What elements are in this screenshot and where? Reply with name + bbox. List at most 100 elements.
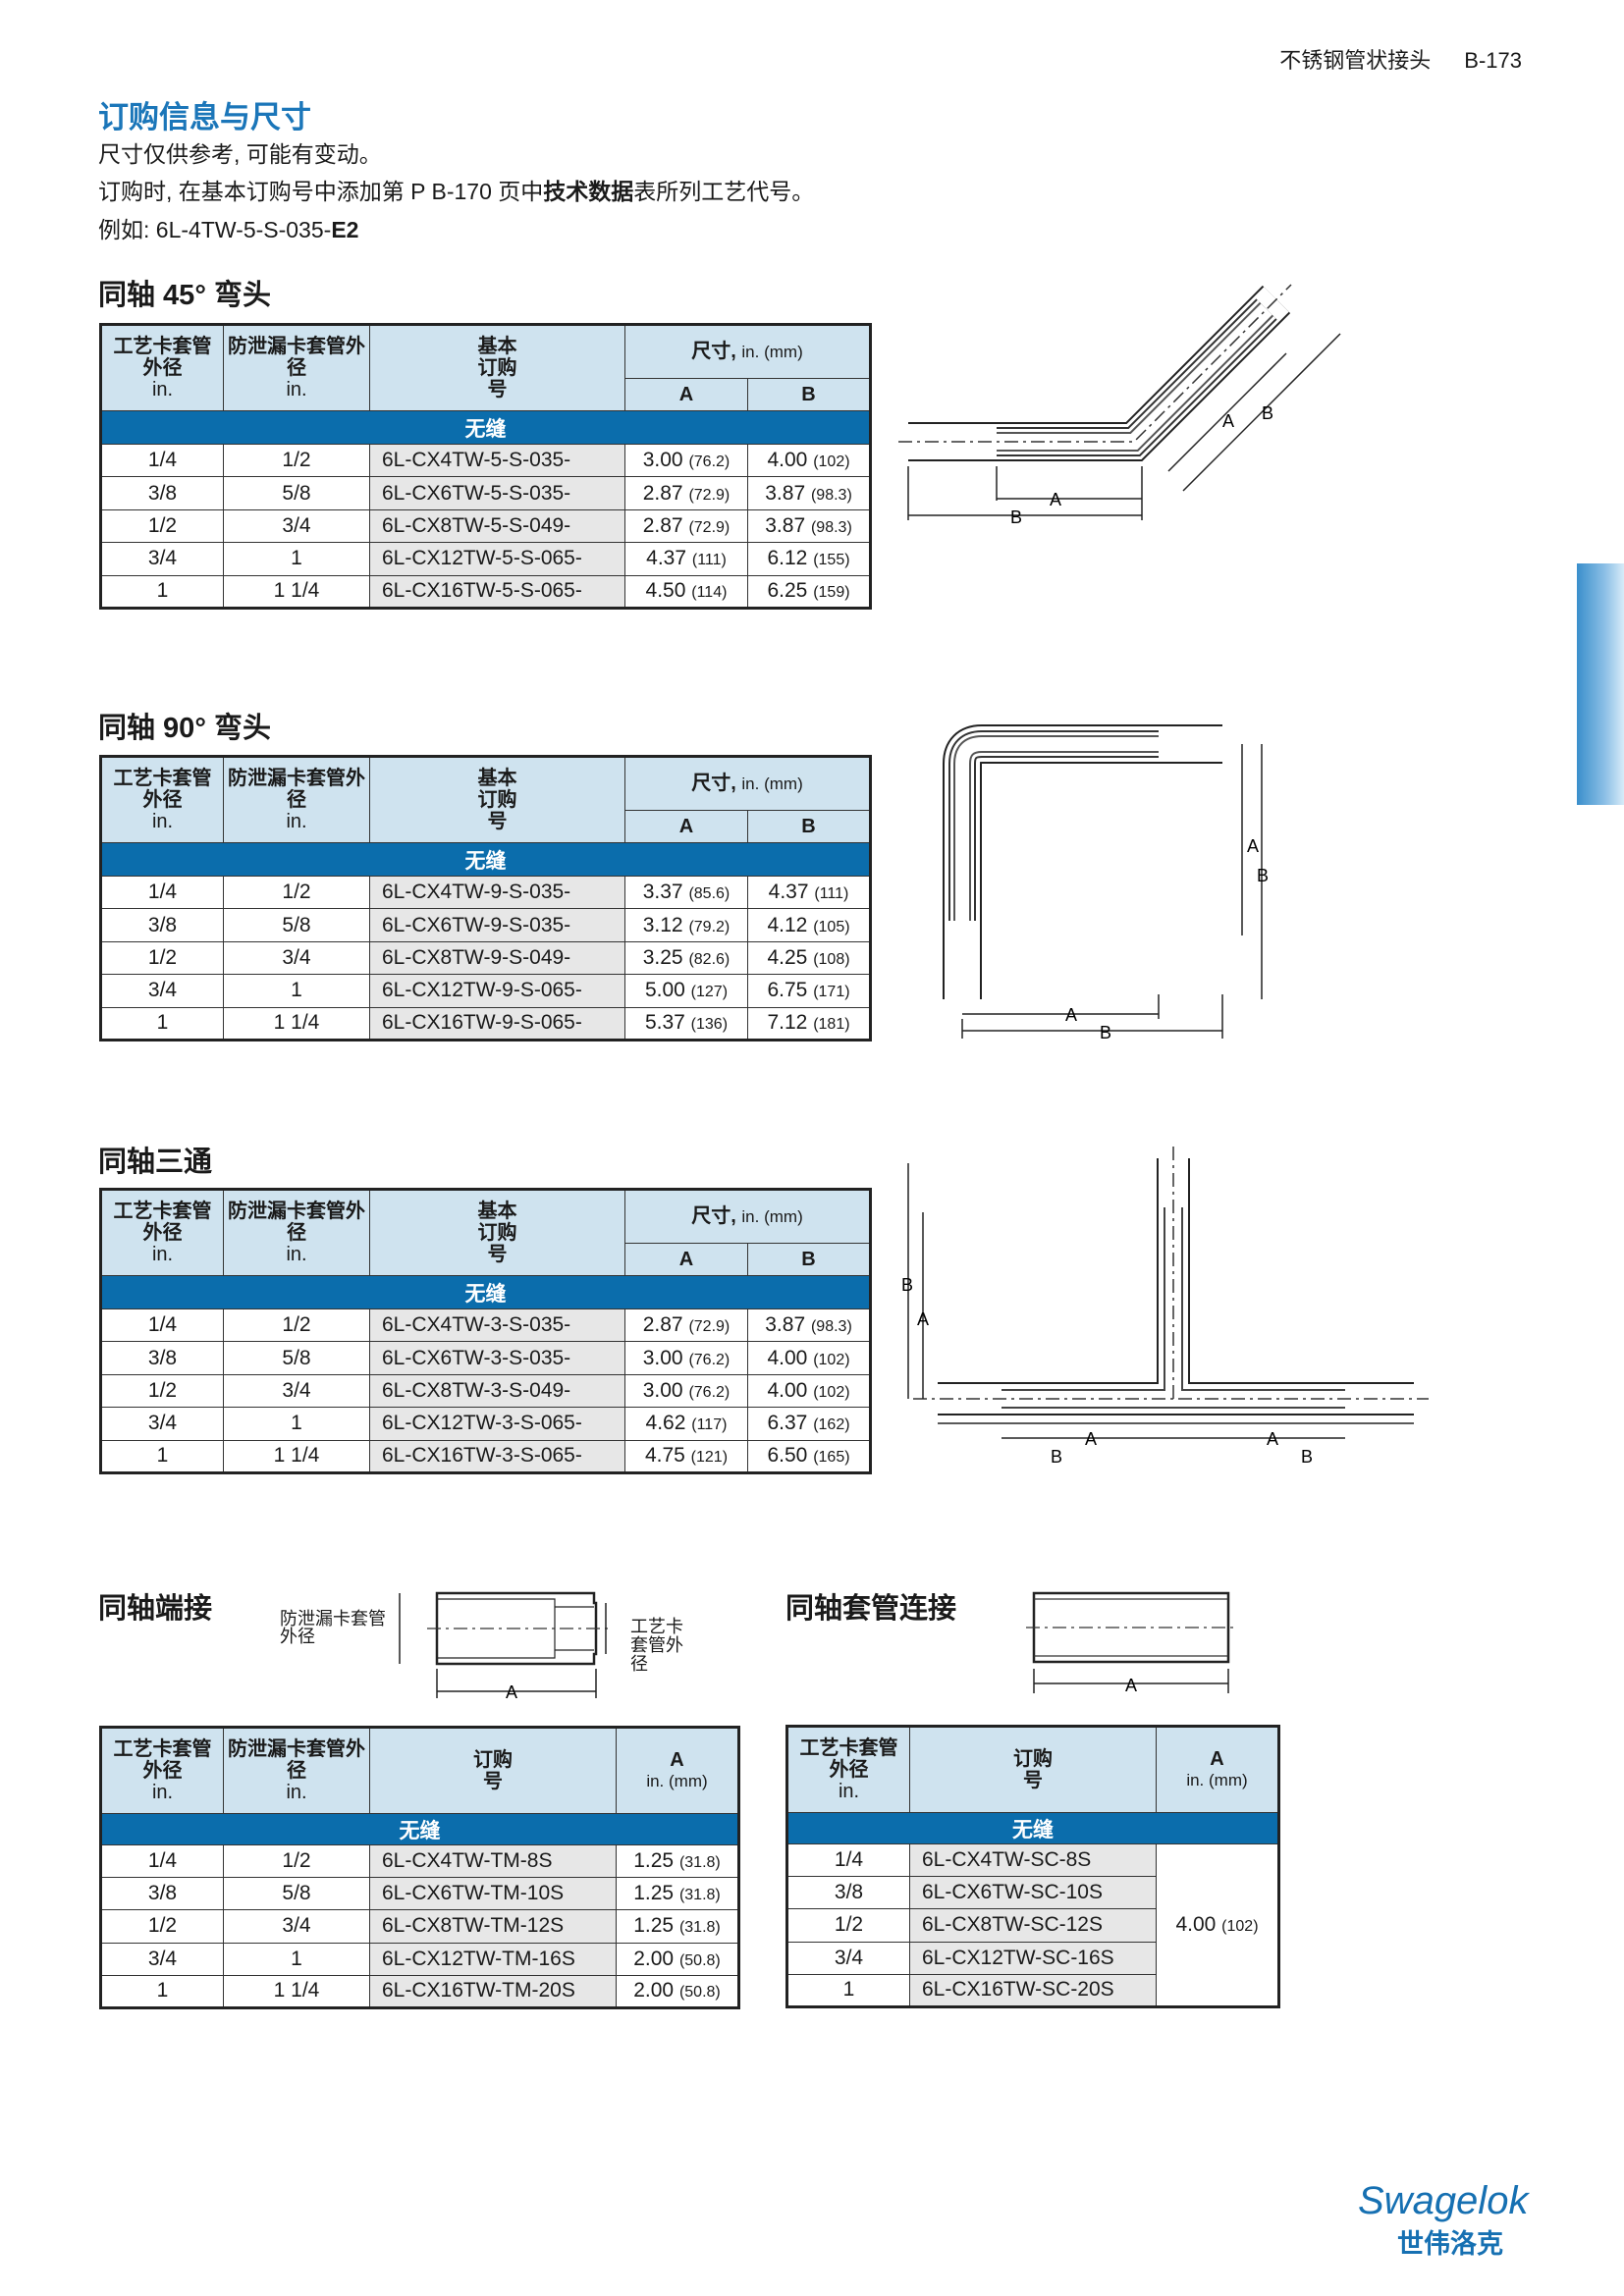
- col-header-order: 基本订购号: [369, 756, 625, 843]
- intro-note: 尺寸仅供参考, 可能有变动。: [98, 141, 382, 167]
- leak-od: 1/2: [223, 443, 370, 478]
- value-in: 6.12: [767, 547, 808, 570]
- leak-od: 3/4: [223, 508, 370, 544]
- dim-a: 2.00 (50.8): [616, 1974, 739, 2008]
- tube-od: 1/2: [100, 1909, 224, 1944]
- leak-od: 1 1/4: [223, 1006, 370, 1041]
- diagram-90-elbow: A B A B: [943, 724, 1269, 1042]
- value-in: 1.25: [633, 1882, 675, 1905]
- order-number: 6L-CX4TW-SC-8S: [909, 1842, 1157, 1878]
- order-number: 6L-CX6TW-3-S-035-: [369, 1341, 625, 1375]
- dim-b: 4.37 (111): [746, 875, 872, 910]
- tube-od: 3/4: [100, 1942, 224, 1976]
- dim-label-b: B: [1262, 403, 1273, 423]
- value-in: 2.87: [642, 1313, 683, 1337]
- section-title-tee: 同轴三通: [98, 1147, 213, 1178]
- dim-a: 5.00 (127): [624, 974, 748, 1008]
- col-header-a: A: [624, 1243, 748, 1276]
- logo-text: Swagelok: [1358, 2179, 1530, 2222]
- value-mm: (102): [1221, 1917, 1259, 1935]
- tube-od: 3/4: [100, 974, 224, 1008]
- label-process-od: 工艺卡套管外径: [630, 1617, 683, 1674]
- order-number: 6L-CX8TW-TM-12S: [369, 1909, 617, 1944]
- tube-od: 3/8: [100, 1877, 224, 1911]
- header-text: 防泄漏卡套管外径: [228, 768, 365, 811]
- leak-od: 1 1/4: [223, 1439, 370, 1473]
- value-in: 3.25: [642, 945, 683, 969]
- leak-od: 5/8: [223, 1341, 370, 1375]
- dim-a: 3.37 (85.6): [624, 875, 748, 910]
- header-text: 订购号: [473, 1749, 513, 1792]
- value-in: 4.50: [645, 579, 686, 603]
- dim-b: 7.12 (181): [746, 1006, 872, 1041]
- value-mm: (82.6): [688, 950, 731, 968]
- col-header-order: 基本订购号: [369, 324, 625, 411]
- tube-od: 3/8: [100, 476, 224, 510]
- value-mm: (117): [691, 1416, 728, 1434]
- dim-label-a: A: [506, 1682, 517, 1702]
- value-mm: (31.8): [678, 1854, 721, 1872]
- tube-od: 3/8: [786, 1876, 910, 1910]
- order-number: 6L-CX12TW-5-S-065-: [369, 542, 625, 576]
- dim-a: 3.00 (76.2): [624, 443, 748, 478]
- value-mm: (98.3): [810, 1318, 852, 1336]
- dim-a: 4.75 (121): [624, 1439, 748, 1473]
- order-number: 6L-CX4TW-3-S-035-: [369, 1308, 625, 1343]
- value-mm: (159): [813, 584, 850, 602]
- tube-od: 1: [100, 1974, 224, 2008]
- header-text: 尺寸,: [691, 1205, 736, 1227]
- tube-od: 1: [100, 1439, 224, 1473]
- dim-label-a: A: [917, 1309, 929, 1329]
- value-in: 3.00: [642, 1346, 683, 1369]
- header-unit: in.: [286, 1244, 307, 1265]
- leak-od: 5/8: [223, 908, 370, 942]
- dim-b: 6.12 (155): [746, 542, 872, 576]
- header-unit: in. (mm): [741, 774, 803, 793]
- dim-a: 2.00 (50.8): [616, 1942, 739, 1976]
- header-unit: in. (mm): [741, 343, 803, 361]
- tube-od: 3/4: [786, 1941, 910, 1975]
- dim-label-b: B: [901, 1275, 913, 1295]
- tube-od: 3/8: [100, 908, 224, 942]
- order-number: 6L-CX8TW-SC-12S: [909, 1908, 1157, 1943]
- col-header-order: 订购号: [909, 1726, 1157, 1813]
- col-header-dims: 尺寸, in. (mm): [623, 756, 872, 811]
- dim-a: 2.87 (72.9): [624, 1308, 748, 1343]
- order-number: 6L-CX6TW-5-S-035-: [369, 476, 625, 510]
- dim-a: 4.37 (111): [624, 542, 748, 576]
- value-in: 2.87: [642, 481, 683, 505]
- value-mm: (98.3): [810, 518, 852, 536]
- dim-a: 1.25 (31.8): [616, 1877, 739, 1911]
- col-header-b: B: [746, 810, 872, 843]
- dim-b: 3.87 (98.3): [746, 508, 872, 544]
- dim-label-b: B: [1051, 1447, 1062, 1467]
- dim-b: 3.87 (98.3): [746, 1308, 872, 1343]
- dim-label-a: A: [1247, 836, 1259, 856]
- tube-od: 1: [100, 574, 224, 609]
- page-title: 订购信息与尺寸: [98, 100, 311, 134]
- header-text: 工艺卡套管外径: [113, 1201, 212, 1244]
- leak-od: 3/4: [223, 940, 370, 976]
- value-in: 3.87: [765, 513, 806, 537]
- header-text: 订购号: [1013, 1748, 1053, 1791]
- dim-a: 1.25 (31.8): [616, 1843, 739, 1879]
- tube-od: 1/2: [100, 1373, 224, 1409]
- value-mm: (102): [813, 454, 850, 471]
- header-text: 基本订购号: [477, 336, 517, 400]
- value-in: 3.00: [642, 449, 683, 472]
- value-in: 4.25: [767, 945, 808, 969]
- header-unit: in.: [286, 811, 307, 832]
- intro-ordering: 订购时, 在基本订购号中添加第 P B-170 页中技术数据表所列工艺代号。: [98, 173, 814, 206]
- tube-od: 3/8: [100, 1341, 224, 1375]
- order-number: 6L-CX12TW-SC-16S: [909, 1941, 1157, 1975]
